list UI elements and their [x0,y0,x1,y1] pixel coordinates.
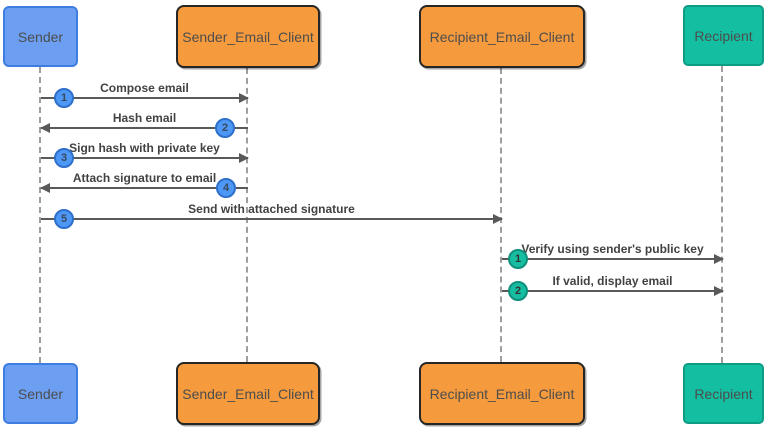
actor-sender-bottom: Sender [3,363,78,424]
actor-recipient-bottom: Recipient [683,363,764,424]
arrowhead-right-icon [239,153,249,163]
actor-recipient-email-client-top: Recipient_Email_Client [419,5,585,68]
actor-sender-email-client-top: Sender_Email_Client [176,5,320,68]
message-line [502,290,723,292]
actor-sender-top: Sender [3,6,78,67]
lifeline-sender [39,67,41,363]
message-label: Verify using sender's public key [521,242,704,256]
actor-sender-email-client-bottom: Sender_Email_Client [176,362,320,425]
arrowhead-right-icon [493,214,503,224]
arrowhead-left-icon [40,183,50,193]
step-badge: 2 [215,118,235,138]
arrowhead-right-icon [714,254,724,264]
actor-recipient-top: Recipient [683,5,764,66]
step-badge: 5 [54,209,74,229]
arrowhead-left-icon [40,123,50,133]
step-badge: 4 [216,178,236,198]
message-line [41,127,248,129]
step-badge: 2 [508,281,528,301]
message-label: Send with attached signature [188,202,355,216]
lifeline-recipient [721,66,723,363]
arrowhead-right-icon [714,286,724,296]
message-line [41,218,502,220]
arrowhead-right-icon [239,93,249,103]
message-line [41,187,248,189]
actor-recipient-email-client-bottom: Recipient_Email_Client [419,362,585,425]
message-line [502,258,723,260]
message-label: Hash email [112,111,177,125]
step-badge: 1 [508,249,528,269]
step-badge: 3 [54,148,74,168]
message-label: Attach signature to email [72,171,217,185]
step-badge: 1 [54,88,74,108]
lifeline-sender-email-client [246,68,248,362]
message-line [41,97,248,99]
message-label: If valid, display email [552,274,673,288]
message-line [41,157,248,159]
message-label: Sign hash with private key [69,141,220,155]
message-label: Compose email [100,81,189,95]
